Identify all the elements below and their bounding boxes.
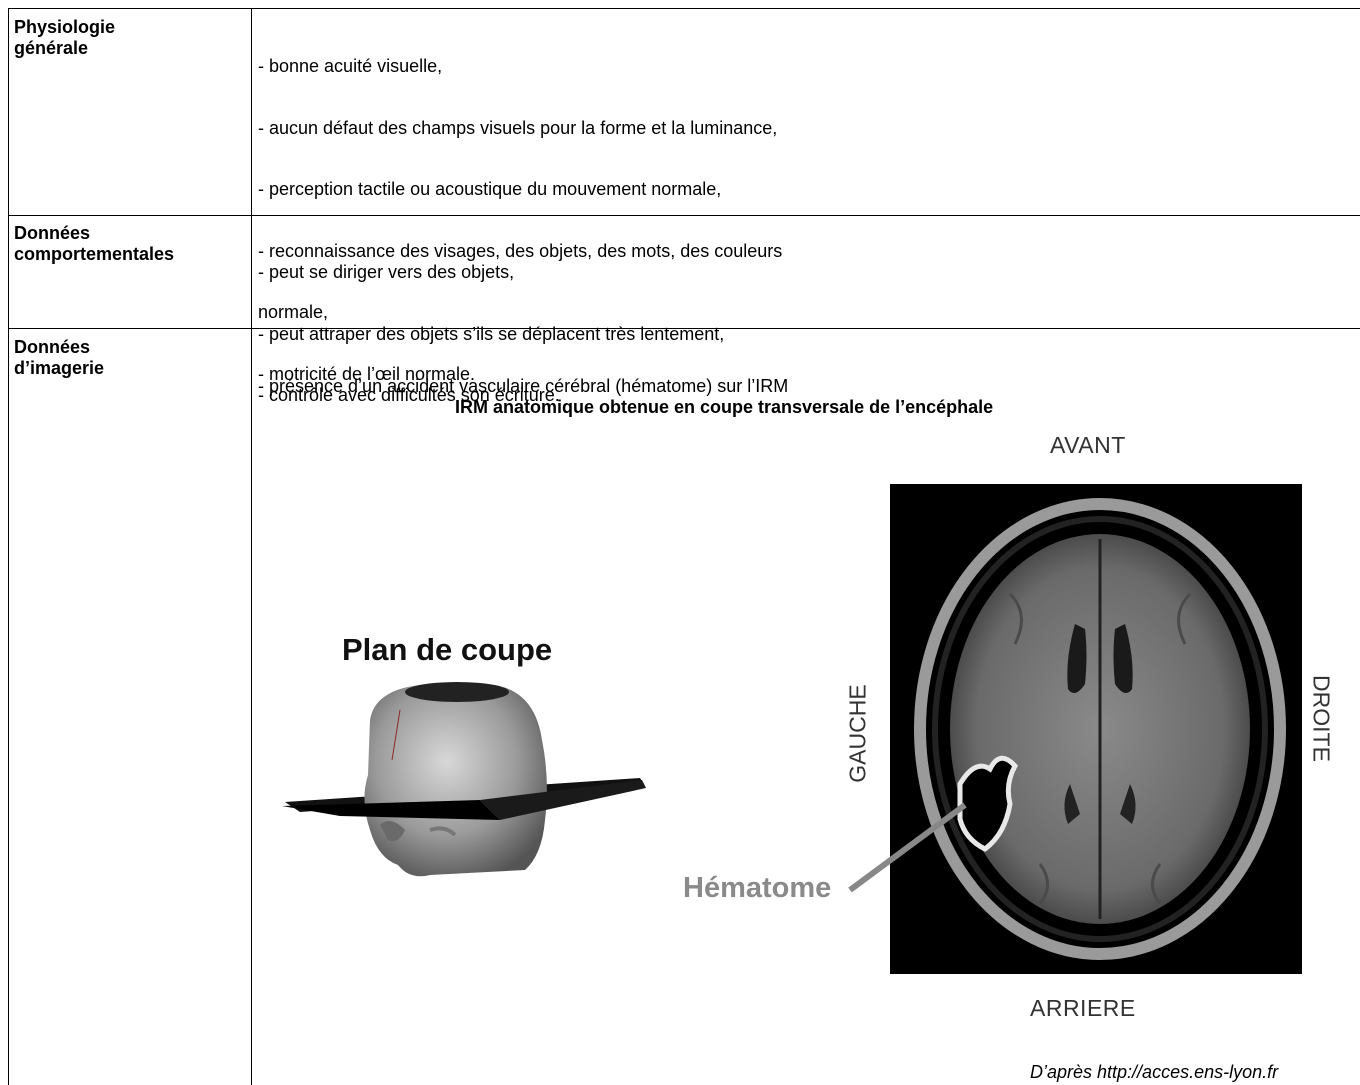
label-back-text: ARRIERE	[1030, 995, 1136, 1021]
row-divider	[8, 328, 1360, 329]
plan-label: Plan de coupe	[342, 632, 552, 668]
source-credit: D’après http://acces.ens-lyon.fr	[1030, 1062, 1279, 1082]
label-right: DROITE	[1308, 669, 1335, 769]
label-left: GAUCHE	[845, 684, 872, 784]
hematoma-label-text: Hématome	[683, 872, 832, 904]
list-item: - contrôle avec difficultés son écriture…	[258, 385, 560, 405]
row-label-text: Données comportementales	[14, 223, 175, 264]
list-item: - présence d’un accident vasculaire céré…	[258, 376, 789, 396]
row-label-physiologie: Physiologie générale	[14, 17, 244, 59]
row-content-comportementales: - peut se diriger vers des objets, - peu…	[258, 221, 724, 426]
list-item: - aucun défaut des champs visuels pour l…	[258, 117, 778, 138]
table-left-border	[8, 8, 9, 1085]
hematoma-label: Hématome	[683, 872, 831, 905]
hematoma-pointer	[848, 802, 967, 893]
list-item: normale,	[258, 302, 329, 322]
row-content-physiologie: - bonne acuité visuelle, - aucun défaut …	[258, 15, 782, 405]
row-label-comportementales: Données comportementales	[14, 223, 249, 265]
figure-title: IRM anatomique obtenue en coupe transver…	[455, 397, 994, 417]
row-divider	[8, 215, 1360, 216]
list-item: - reconnaissance des visages, des objets…	[258, 240, 783, 261]
label-back: ARRIERE	[1030, 995, 1136, 1022]
label-front: AVANT	[1050, 432, 1126, 459]
plan-label-text: Plan de coupe	[342, 632, 553, 667]
mri-image	[890, 484, 1302, 974]
head-illustration	[282, 682, 646, 877]
row-content-imagerie: - présence d’un accident vasculaire céré…	[258, 335, 788, 417]
list-item: - peut attraper des objets s’ils se dépl…	[258, 323, 725, 344]
list-item: - motricité de l’œil normale.	[258, 363, 476, 384]
table-top-border	[8, 8, 1360, 9]
list-item: - bonne acuité visuelle,	[258, 56, 443, 76]
label-left-text: GAUCHE	[844, 684, 871, 783]
list-item: - perception tactile ou acoustique du mo…	[258, 179, 722, 199]
column-divider	[251, 8, 252, 1085]
row-label-text: Données d’imagerie	[14, 337, 105, 378]
label-front-text: AVANT	[1050, 432, 1126, 458]
row-label-imagerie: Données d’imagerie	[14, 337, 244, 379]
label-right-text: DROITE	[1308, 675, 1335, 762]
list-item: - peut se diriger vers des objets,	[258, 262, 515, 282]
row-label-text: Physiologie générale	[14, 17, 116, 58]
